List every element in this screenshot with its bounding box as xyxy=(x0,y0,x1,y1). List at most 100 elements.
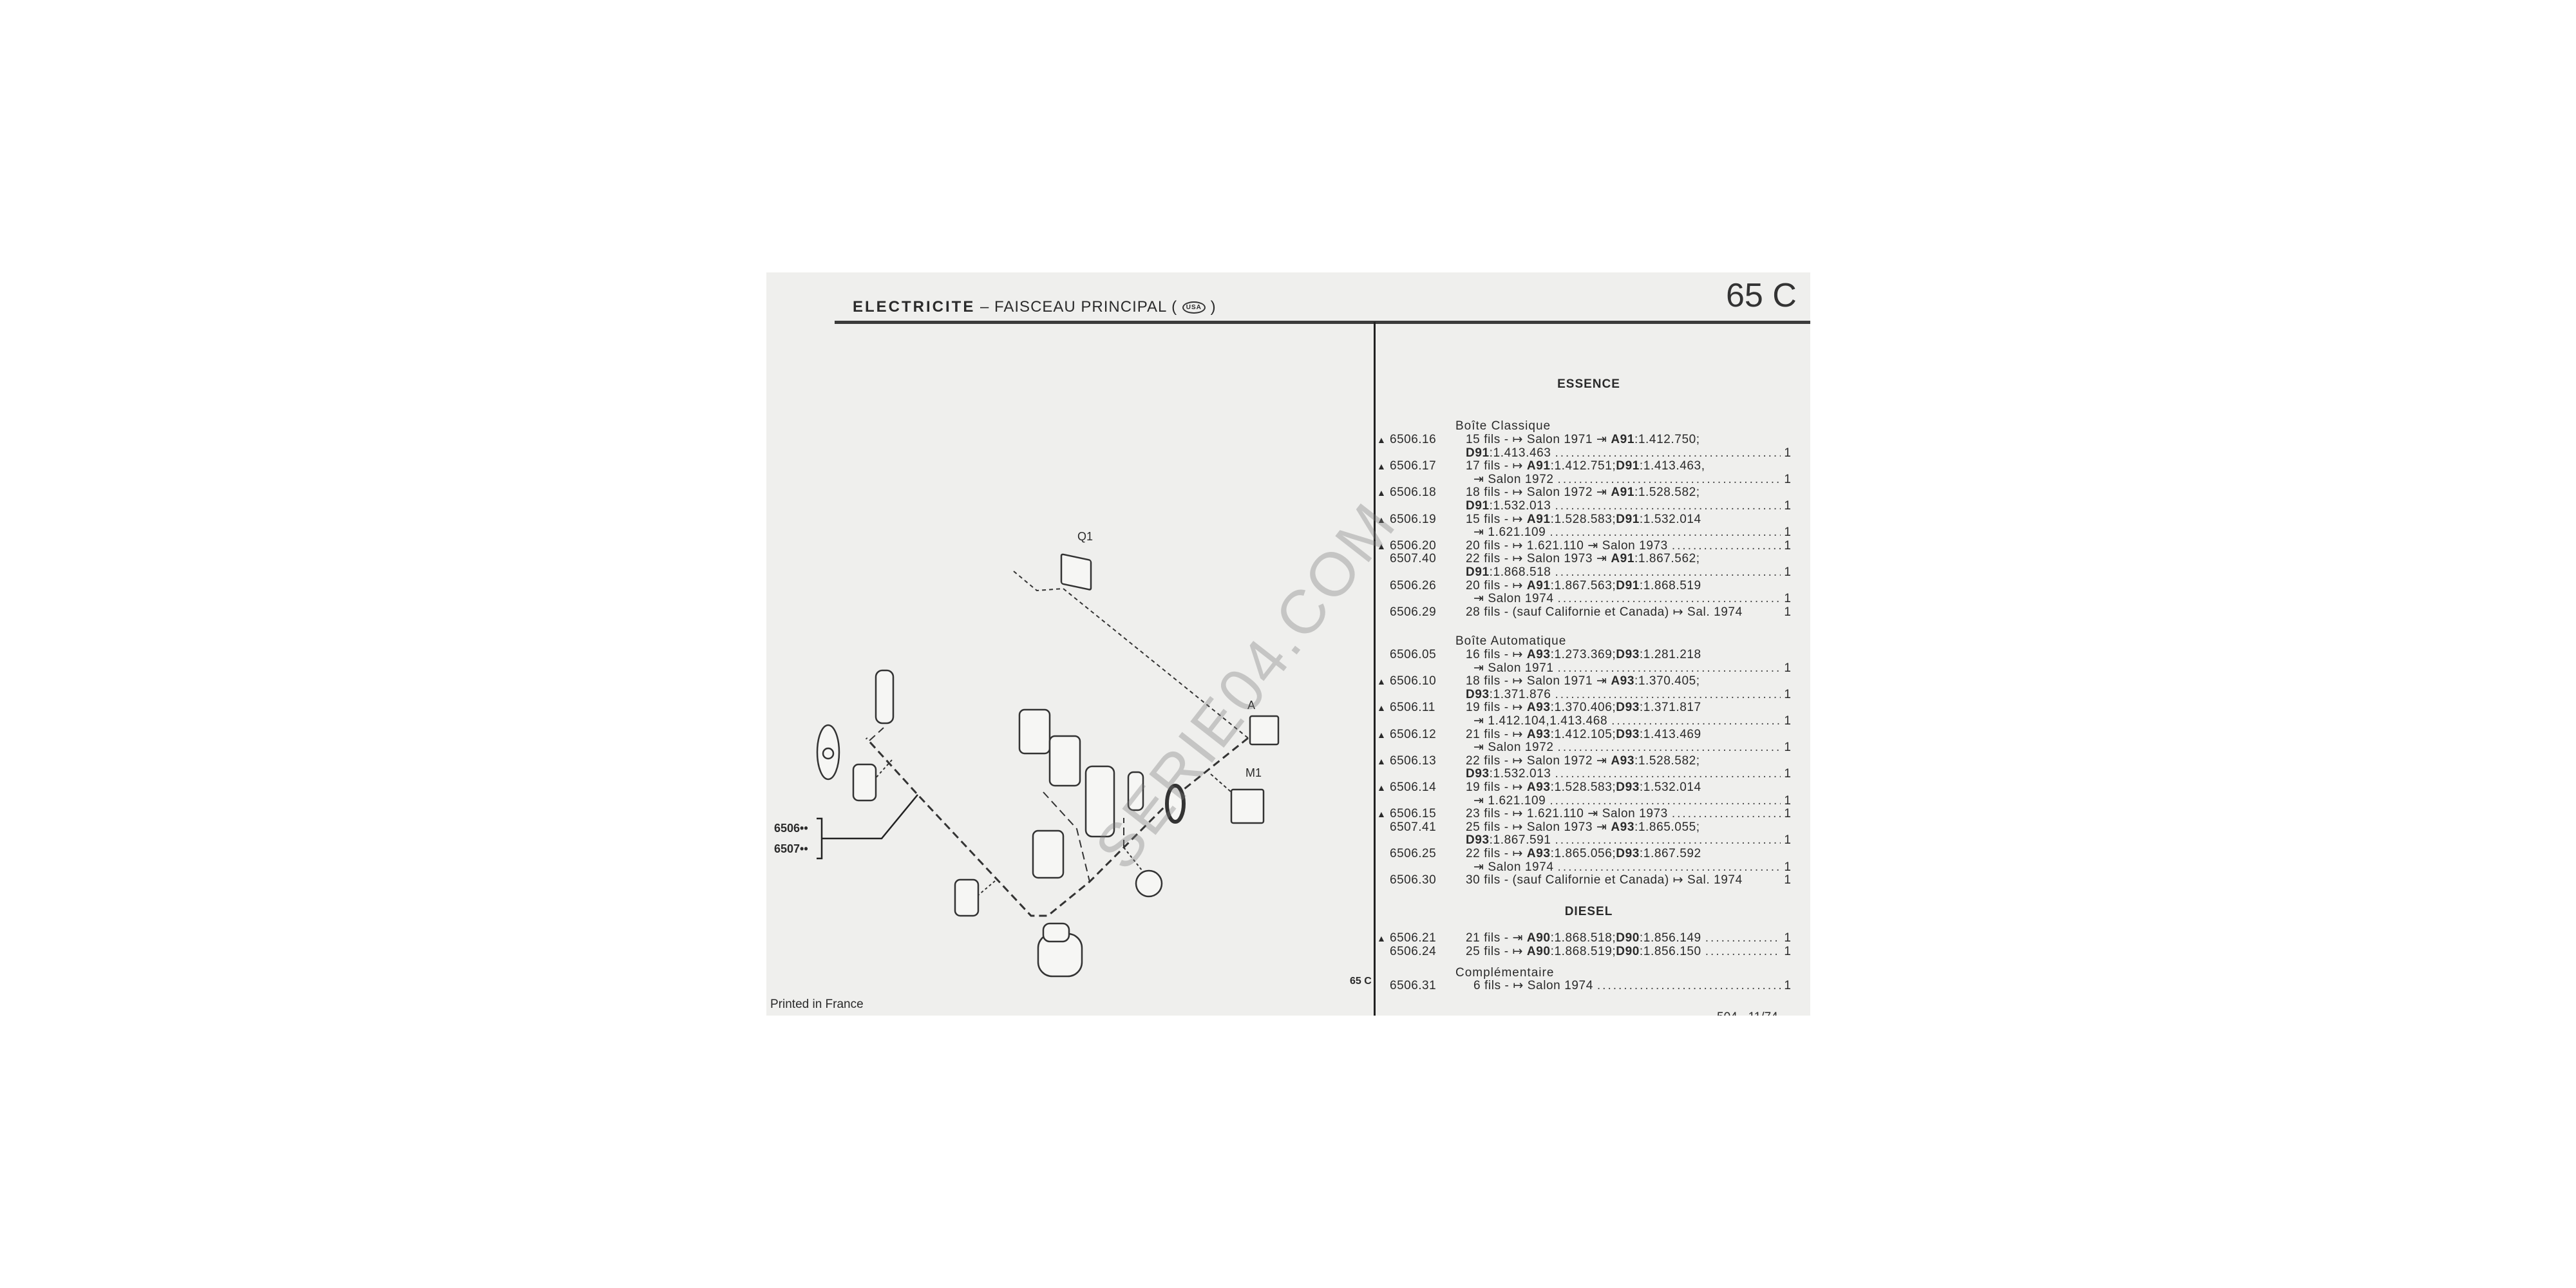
description-segment: :1.370.405; xyxy=(1634,674,1700,688)
description-text: 6 fils - ↦ Salon 1974 xyxy=(1473,979,1593,993)
model-code: A93 xyxy=(1526,846,1551,860)
leader-dots: ........................................… xyxy=(1555,834,1781,848)
new-part-triangle-icon: ▲ xyxy=(1377,514,1386,525)
description-text: ⇥ 1.621.109 xyxy=(1473,526,1546,540)
leader-dots: ........................................… xyxy=(1557,661,1781,675)
description-segment: 22 fils - ↦ Salon 1973 ⇥ xyxy=(1466,552,1611,566)
model-code: A93 xyxy=(1526,727,1551,741)
description-segment: 22 fils - ↦ xyxy=(1466,846,1527,860)
description-segment: 15 fils - ↦ xyxy=(1466,512,1527,526)
label-m1: M1 xyxy=(1245,766,1262,779)
quantity: 1 xyxy=(1784,446,1791,460)
description-text: 22 fils - ↦ Salon 1972 ⇥ A93:1.528.582; xyxy=(1466,753,1700,768)
harness-sensor-branch xyxy=(869,727,884,741)
description-segment: :1.865.056; xyxy=(1550,846,1616,860)
pin-switch-icon xyxy=(1127,771,1144,811)
description-text: 19 fils - ↦ A93:1.528.583;D93:1.532.014 xyxy=(1466,781,1701,795)
part-description: 22 fils - ↦ A93:1.865.056;D93:1.867.592 xyxy=(1466,846,1781,861)
description-segment: 19 fils - ↦ xyxy=(1466,780,1527,794)
page-header: ELECTRICITE – FAISCEAU PRINCIPAL ( USA ) xyxy=(853,298,1217,316)
section-diesel: DIESEL xyxy=(1564,905,1613,918)
quantity: 1 xyxy=(1784,592,1791,606)
part-number: 6506.31 xyxy=(1390,979,1437,992)
description-segment: 6 fils - ↦ Salon 1974 xyxy=(1473,979,1593,992)
quantity: 1 xyxy=(1784,498,1791,513)
leader-dots: ........................................… xyxy=(1611,714,1781,728)
new-part-triangle-icon: ▲ xyxy=(1377,461,1386,472)
model-code: D93 xyxy=(1616,648,1640,661)
quantity: 1 xyxy=(1784,931,1791,945)
model-code: A93 xyxy=(1611,820,1634,834)
description-segment: :1.413.469 xyxy=(1639,727,1701,741)
part-row-continuation: D91:1.532.013...........................… xyxy=(1375,498,1800,513)
description-text: 21 fils - ↦ A93:1.412.105;D93:1.413.469 xyxy=(1466,728,1701,742)
model-code: D93 xyxy=(1616,727,1640,741)
description-segment: ⇥ 1.412.104,1.413.468 xyxy=(1473,714,1608,728)
description-segment: :1.867.591 xyxy=(1489,833,1551,848)
quantity: 1 xyxy=(1784,793,1791,808)
description-text: D93:1.867.591 xyxy=(1466,834,1551,848)
new-part-triangle-icon: ▲ xyxy=(1377,729,1386,740)
part-row-continuation: ⇥ Salon 1974............................… xyxy=(1375,592,1800,606)
ref-marks: •• xyxy=(800,842,808,855)
subsection-classique: Boîte Classique xyxy=(1455,419,1551,433)
q1-box-icon xyxy=(1060,553,1092,591)
description-text: ⇥ Salon 1971 xyxy=(1473,661,1554,676)
model-code: D91 xyxy=(1616,578,1640,592)
page-code: 65 C xyxy=(1726,277,1797,314)
footer-printed: Printed in France xyxy=(770,998,864,1011)
quantity: 1 xyxy=(1784,565,1791,579)
footer-edition: 504 - 11/74 xyxy=(1717,1010,1778,1016)
part-description: 25 fils - ↦ A90:1.868.519;D90:1.856.150.… xyxy=(1466,945,1781,959)
description-segment: :1.532.013 xyxy=(1489,767,1551,781)
part-row-continuation: ⇥ Salon 1971............................… xyxy=(1375,661,1800,676)
description-segment: 22 fils - ↦ Salon 1972 ⇥ xyxy=(1466,753,1611,768)
description-text: 20 fils - ↦ A91:1.867.563;D91:1.868.519 xyxy=(1466,578,1701,593)
part-number: 6507.41 xyxy=(1390,820,1437,834)
description-segment: :1.528.583; xyxy=(1550,512,1616,526)
description-segment: :1.528.583; xyxy=(1550,780,1616,794)
model-code: A91 xyxy=(1526,578,1551,592)
model-code: D91 xyxy=(1616,512,1640,526)
description-text: 25 fils - ↦ Salon 1973 ⇥ A93:1.865.055; xyxy=(1466,820,1700,835)
leader-dots: ........................................… xyxy=(1671,808,1781,821)
part-description: D91:1.868.518...........................… xyxy=(1466,565,1781,580)
part-number: 6506.15 xyxy=(1390,807,1437,821)
part-row-continuation: ⇥ Salon 1972............................… xyxy=(1375,473,1800,487)
description-segment: :1.370.406; xyxy=(1550,701,1616,715)
usa-badge-icon: USA xyxy=(1182,301,1206,314)
model-code: D91 xyxy=(1616,459,1640,473)
description-segment: 30 fils - (sauf Californie et Canada) ↦ … xyxy=(1466,873,1743,887)
quantity: 1 xyxy=(1784,807,1791,821)
part-description: ⇥ 1.621.109.............................… xyxy=(1473,526,1781,540)
description-text: 15 fils - ↦ Salon 1971 ⇥ A91:1.412.750; xyxy=(1466,433,1700,447)
part-description: 22 fils - ↦ Salon 1972 ⇥ A93:1.528.582; xyxy=(1466,753,1781,768)
quantity: 1 xyxy=(1784,714,1791,728)
model-code: D93 xyxy=(1466,833,1490,848)
description-segment: :1.412.105; xyxy=(1550,727,1616,741)
ref-marks: •• xyxy=(800,822,808,835)
description-text: 25 fils - ↦ A90:1.868.519;D90:1.856.150 xyxy=(1466,945,1701,959)
catalog-page: ELECTRICITE – FAISCEAU PRINCIPAL ( USA )… xyxy=(766,272,1810,1016)
ref-6507: 6507 xyxy=(774,842,800,855)
part-description: 15 fils - ↦ A91:1.528.583;D91:1.532.014 xyxy=(1466,513,1781,527)
description-segment: 25 fils - ↦ Salon 1973 ⇥ xyxy=(1466,820,1611,834)
part-number: 6506.25 xyxy=(1390,846,1437,860)
quantity: 1 xyxy=(1784,741,1791,755)
description-segment: :1.868.519 xyxy=(1639,578,1701,592)
part-description: 25 fils - ↦ Salon 1973 ⇥ A93:1.865.055; xyxy=(1466,820,1781,835)
new-part-triangle-icon: ▲ xyxy=(1377,540,1386,551)
quantity: 1 xyxy=(1784,833,1791,848)
model-code: A91 xyxy=(1611,433,1634,446)
part-description: D93:1.371.876...........................… xyxy=(1466,688,1781,702)
new-part-triangle-icon: ▲ xyxy=(1377,703,1386,714)
horn-center-icon xyxy=(822,747,835,760)
